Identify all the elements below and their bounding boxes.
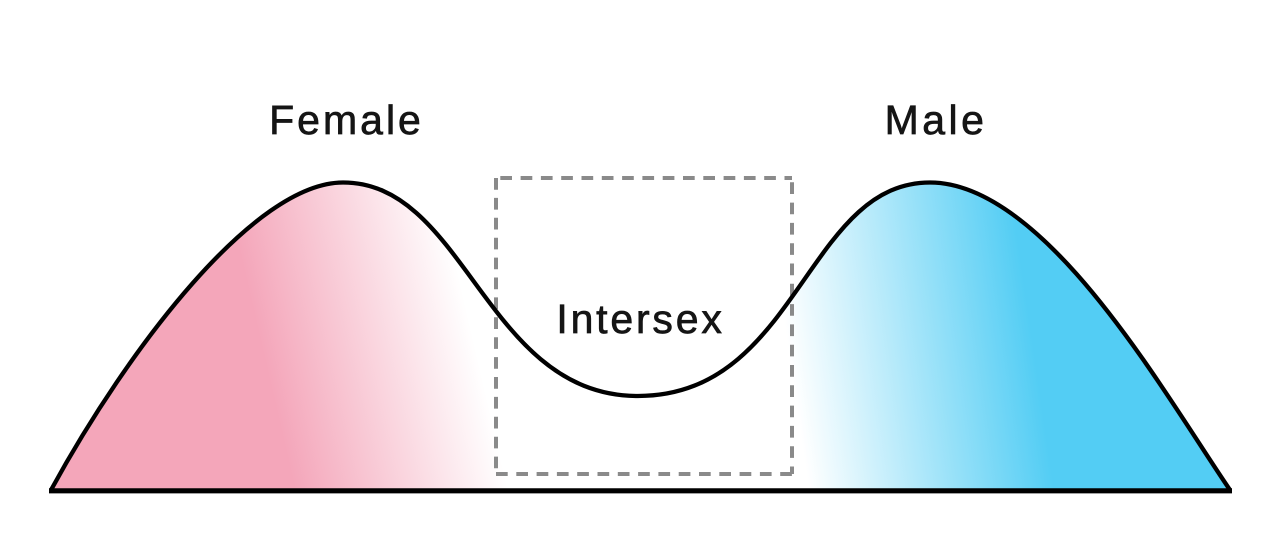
svg-text:Male: Male [885, 97, 988, 143]
svg-text:Female: Female [269, 97, 424, 143]
svg-text:Intersex: Intersex [556, 296, 724, 342]
